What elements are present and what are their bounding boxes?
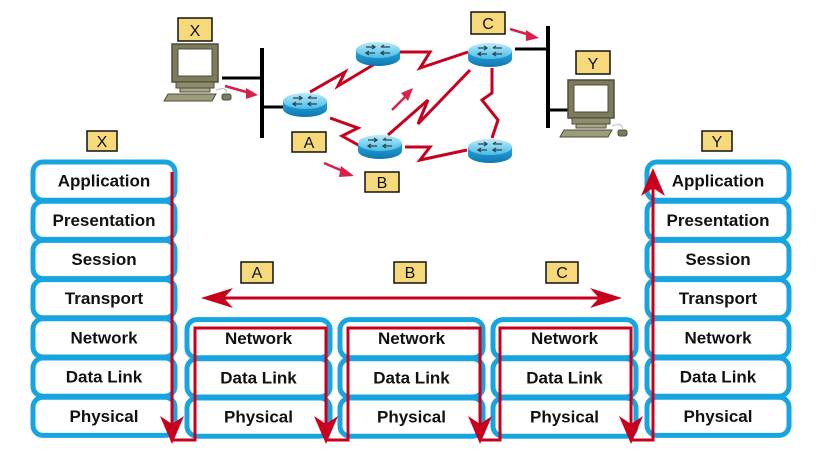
layer-label-presentation: Presentation xyxy=(667,211,770,230)
link-b-bottomright xyxy=(405,145,468,163)
layer-cell-physical xyxy=(490,395,639,439)
arrow-x-to-lan xyxy=(224,84,251,95)
network-topology: X A B C Y xyxy=(163,11,628,193)
traffic-arrows xyxy=(224,27,539,177)
router-bottom-right-icon xyxy=(467,138,513,164)
end-to-end-arrow xyxy=(201,288,622,308)
tag-host-x-text: X xyxy=(190,23,201,40)
hop-label-a-text: A xyxy=(252,265,263,282)
hop-label-c: C xyxy=(545,261,579,284)
layer-cell-physical xyxy=(184,395,333,439)
stack-x-tag-text: X xyxy=(97,134,108,151)
link-b-c xyxy=(387,68,472,137)
stack-x-tag xyxy=(86,130,118,152)
layer-label-application: Application xyxy=(58,172,151,191)
tag-host-y-text: Y xyxy=(588,56,599,73)
stack-host-x: X ApplicationPresentationSessionTranspor… xyxy=(30,130,178,438)
link-a-top xyxy=(309,60,379,94)
stack-y-tag-text: Y xyxy=(712,134,723,151)
layer-label-transport: Transport xyxy=(65,289,144,308)
layer-label-data-link: Data Link xyxy=(526,368,603,387)
layer-cell-physical xyxy=(30,394,178,438)
hop-label-a: A xyxy=(240,261,274,284)
arrow-b-to-c xyxy=(391,95,407,111)
tag-router-c-text: C xyxy=(482,16,494,33)
end-to-end-arrow-left-head xyxy=(201,288,233,308)
layer-label-physical: Physical xyxy=(377,408,446,427)
arrow-x-to-lan-head xyxy=(246,88,258,99)
layer-label-network: Network xyxy=(378,329,446,348)
layer-label-network: Network xyxy=(684,328,752,347)
layer-label-network: Network xyxy=(225,329,293,348)
serial-links xyxy=(309,50,500,163)
host-x-computer-icon xyxy=(163,43,232,102)
layer-label-physical: Physical xyxy=(530,408,599,427)
arrow-c-to-lan-head xyxy=(526,30,539,41)
layer-label-data-link: Data Link xyxy=(373,368,450,387)
layer-label-transport: Transport xyxy=(679,289,758,308)
router-b-icon xyxy=(357,134,403,160)
layer-label-data-link: Data Link xyxy=(66,368,143,387)
router-c-icon xyxy=(467,42,513,68)
down-arrow-c xyxy=(619,416,643,444)
layer-label-session: Session xyxy=(71,250,136,269)
data-path-a-to-b xyxy=(326,326,482,442)
link-top-c xyxy=(398,50,469,71)
link-a-b xyxy=(329,116,362,148)
tag-router-c: C xyxy=(470,11,506,35)
layer-label-data-link: Data Link xyxy=(680,368,757,387)
layer-label-application: Application xyxy=(672,172,765,191)
router-a-icon xyxy=(282,92,328,118)
layer-label-network: Network xyxy=(70,328,138,347)
data-path xyxy=(160,168,665,444)
tag-host-x: X xyxy=(177,17,213,42)
stack-host-y: Y ApplicationPresentationSessionTranspor… xyxy=(644,130,792,438)
data-path-x-to-a xyxy=(170,172,328,442)
router-top-icon xyxy=(355,41,401,67)
layer-cell-physical xyxy=(337,395,486,439)
layer-label-physical: Physical xyxy=(70,407,139,426)
tag-host-y: Y xyxy=(575,50,611,75)
layer-label-presentation: Presentation xyxy=(53,211,156,230)
tag-router-b: B xyxy=(364,171,400,193)
up-arrow-y xyxy=(641,168,665,196)
hop-label-b: B xyxy=(393,261,427,284)
data-path-b-to-y xyxy=(480,180,655,442)
tag-router-a: A xyxy=(291,131,327,153)
hop-label-b-text: B xyxy=(405,265,416,282)
layer-cell-physical xyxy=(644,394,792,438)
arrow-b-to-c-head xyxy=(401,88,413,101)
layer-label-session: Session xyxy=(685,250,750,269)
tag-router-a-text: A xyxy=(304,135,315,152)
host-y-computer-icon xyxy=(559,79,628,138)
layer-label-physical: Physical xyxy=(224,408,293,427)
tag-router-b-text: B xyxy=(377,175,388,192)
down-arrow-a xyxy=(314,416,338,444)
link-c-bottomright xyxy=(479,68,500,139)
layer-label-physical: Physical xyxy=(684,407,753,426)
arrow-a-to-b-head xyxy=(339,166,354,177)
stack-y-tag xyxy=(701,130,733,152)
down-arrow-b xyxy=(468,416,492,444)
down-arrow-x xyxy=(160,416,184,444)
layer-label-network: Network xyxy=(531,329,599,348)
hop-label-c-text: C xyxy=(556,265,568,282)
layer-label-data-link: Data Link xyxy=(220,368,297,387)
end-to-end-arrow-right-head xyxy=(590,288,622,308)
